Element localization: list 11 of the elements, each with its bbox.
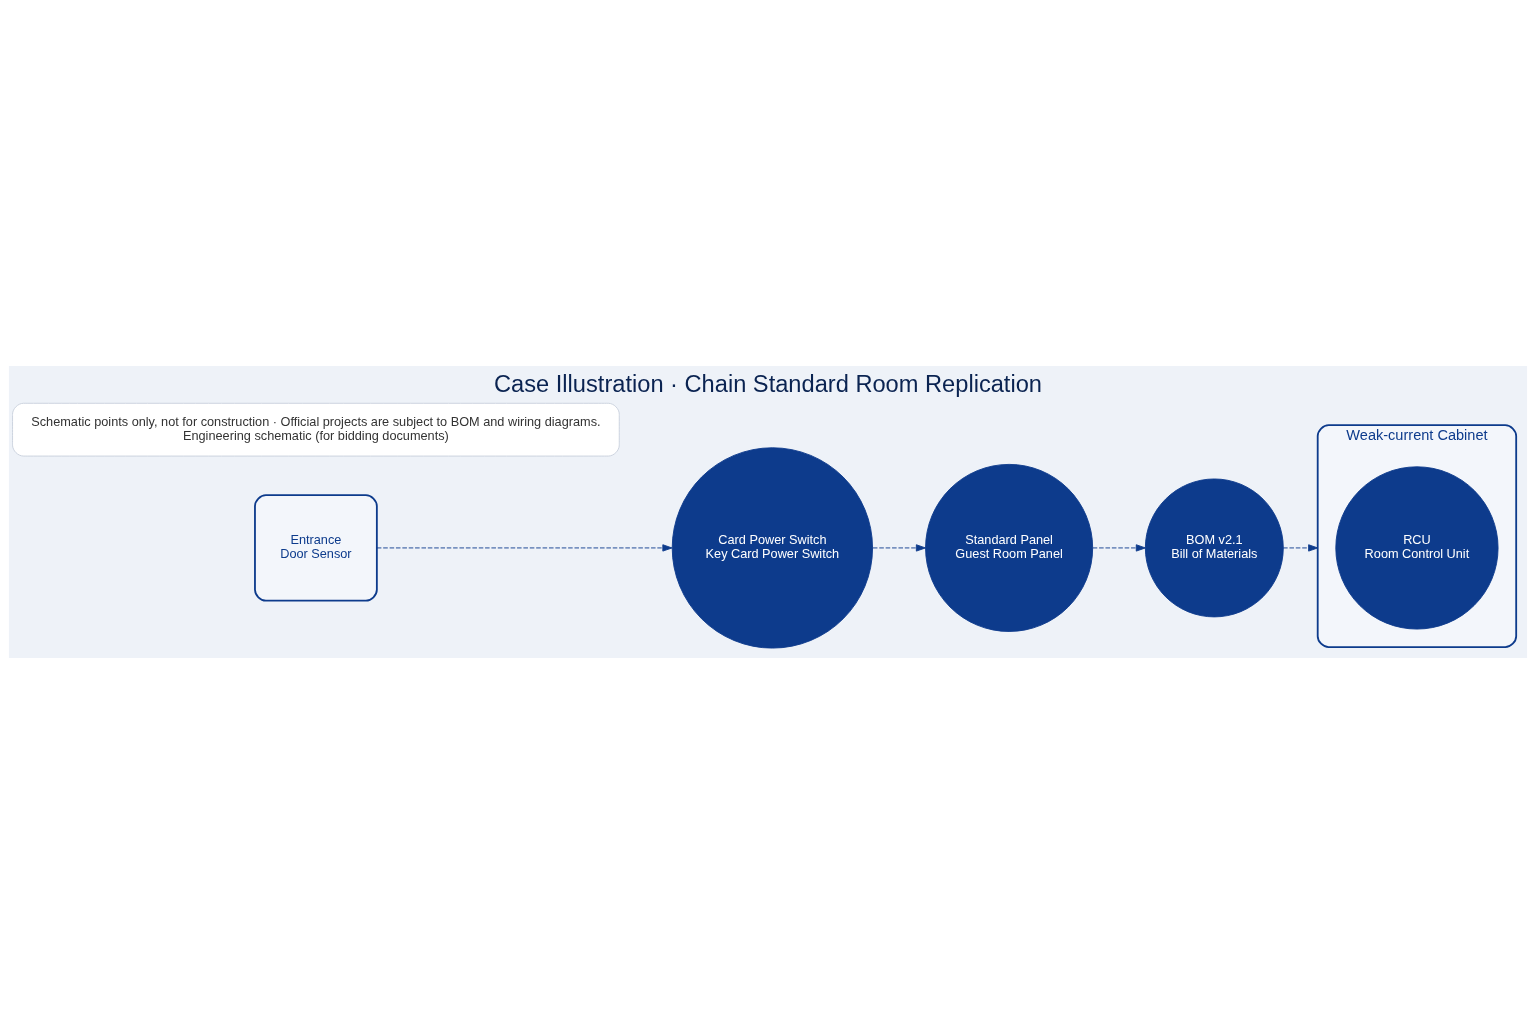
arrow bbox=[872, 544, 926, 552]
node-circle: Standard Panel Guest Room Panel bbox=[925, 463, 1094, 632]
diagram-title: Case Illustration · Chain Standard Room Replication bbox=[494, 371, 1042, 398]
node-circle: RCU Room Control Unit bbox=[1335, 466, 1499, 630]
node-box: Entrance Door Sensor bbox=[254, 494, 378, 602]
node-box: Schematic points only, not for construction · Official projects are subject to BOM and wiring diagrams. Engineering schematic (for bidding documents) bbox=[12, 402, 620, 457]
arrow bbox=[1092, 544, 1146, 552]
arrow bbox=[1282, 544, 1319, 552]
node-circle: Card Power Switch Key Card Power Switch bbox=[671, 447, 873, 649]
node-circle: BOM v2.1 Bill of Materials bbox=[1144, 478, 1284, 618]
arrow bbox=[376, 544, 673, 552]
